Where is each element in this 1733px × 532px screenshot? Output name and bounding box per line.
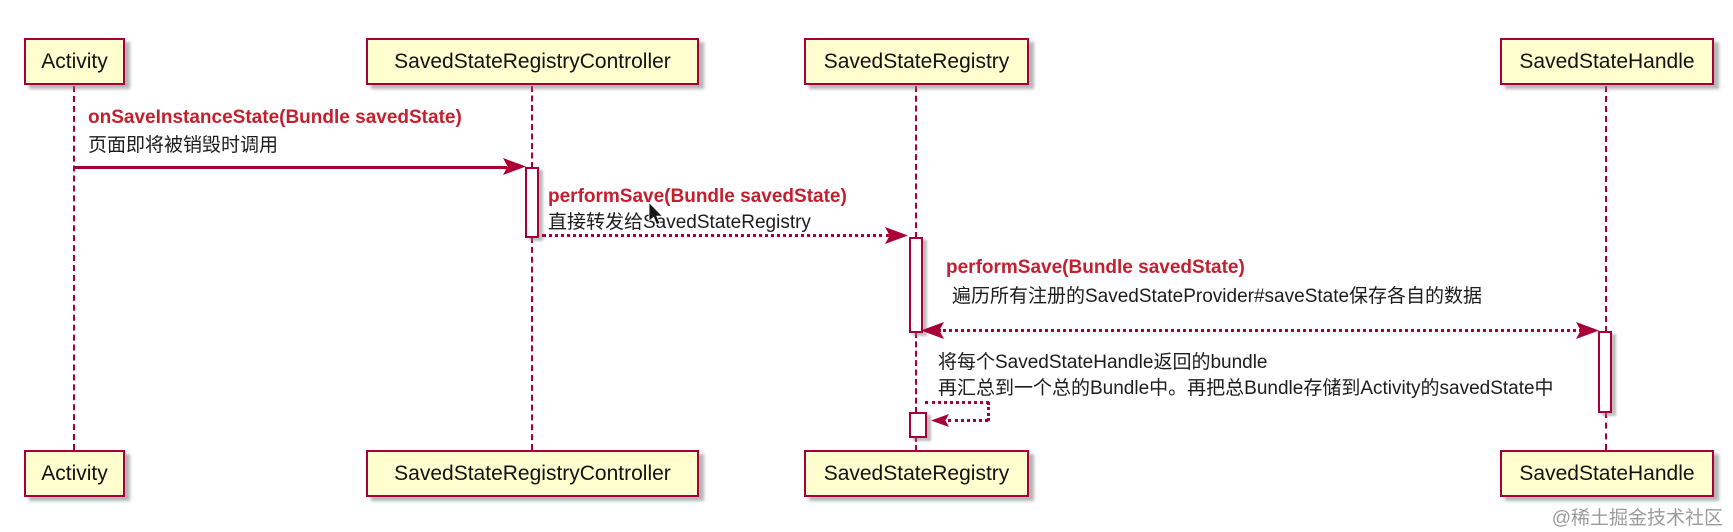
participant-handle-top: SavedStateHandle xyxy=(1500,38,1714,85)
activation-controller xyxy=(525,167,539,238)
lifeline-registry-lower xyxy=(915,437,917,450)
participant-registry-bottom: SavedStateRegistry xyxy=(804,450,1029,497)
message-4-note-line2: 再汇总到一个总的Bundle中。再把总Bundle存储到Activity的sav… xyxy=(938,378,1554,399)
message-4-note: 将每个SavedStateHandle返回的bundle 再汇总到一个总的Bun… xyxy=(938,350,1554,402)
participant-label: SavedStateRegistry xyxy=(823,461,1010,485)
participant-registry-top: SavedStateRegistry xyxy=(804,38,1029,85)
participant-label: Activity xyxy=(41,49,108,73)
lifeline-handle-upper xyxy=(1605,86,1607,332)
message-3-note: 遍历所有注册的SavedStateProvider#saveState保存各自的… xyxy=(952,286,1483,307)
message-2-title: performSave(Bundle savedState) xyxy=(548,186,847,207)
activation-registry-self xyxy=(909,412,927,438)
participant-label: SavedStateHandle xyxy=(1519,49,1695,73)
message-4-loop-top xyxy=(925,401,989,404)
participant-controller-top: SavedStateRegistryController xyxy=(366,38,699,85)
participant-activity-bottom: Activity xyxy=(24,450,125,497)
lifeline-activity xyxy=(73,86,75,450)
participant-label: SavedStateRegistryController xyxy=(394,461,671,485)
message-4-loop-right xyxy=(987,402,990,421)
message-4-note-line1: 将每个SavedStateHandle返回的bundle xyxy=(938,352,1268,373)
message-3-line xyxy=(938,329,1582,332)
message-3-title: performSave(Bundle savedState) xyxy=(946,257,1245,278)
lifeline-registry-upper xyxy=(915,86,917,238)
participant-controller-bottom: SavedStateRegistryController xyxy=(366,450,699,497)
message-2-note: 直接转发给SavedStateRegistry xyxy=(548,212,811,233)
participant-label: Activity xyxy=(41,461,108,485)
arrowhead-left-icon xyxy=(931,414,949,427)
message-1-title: onSaveInstanceState(Bundle savedState) xyxy=(88,107,462,128)
lifeline-controller-upper xyxy=(531,86,533,168)
lifeline-registry-middle xyxy=(915,332,917,413)
watermark: @稀土掘金技术社区 xyxy=(1551,508,1723,529)
lifeline-controller-lower xyxy=(531,237,533,450)
participant-activity-top: Activity xyxy=(24,38,125,85)
lifeline-handle-lower xyxy=(1605,412,1607,450)
message-4-loop-bottom xyxy=(948,419,988,422)
activation-handle xyxy=(1598,331,1612,413)
participant-label: SavedStateHandle xyxy=(1519,461,1695,485)
participant-label: SavedStateRegistry xyxy=(823,49,1010,73)
participant-label: SavedStateRegistryController xyxy=(394,49,671,73)
mouse-cursor-icon xyxy=(648,202,664,226)
participant-handle-bottom: SavedStateHandle xyxy=(1500,450,1714,497)
activation-registry xyxy=(909,237,923,333)
message-1-line xyxy=(75,166,507,169)
message-1-note: 页面即将被销毁时调用 xyxy=(88,135,279,156)
message-2-line xyxy=(542,234,890,237)
